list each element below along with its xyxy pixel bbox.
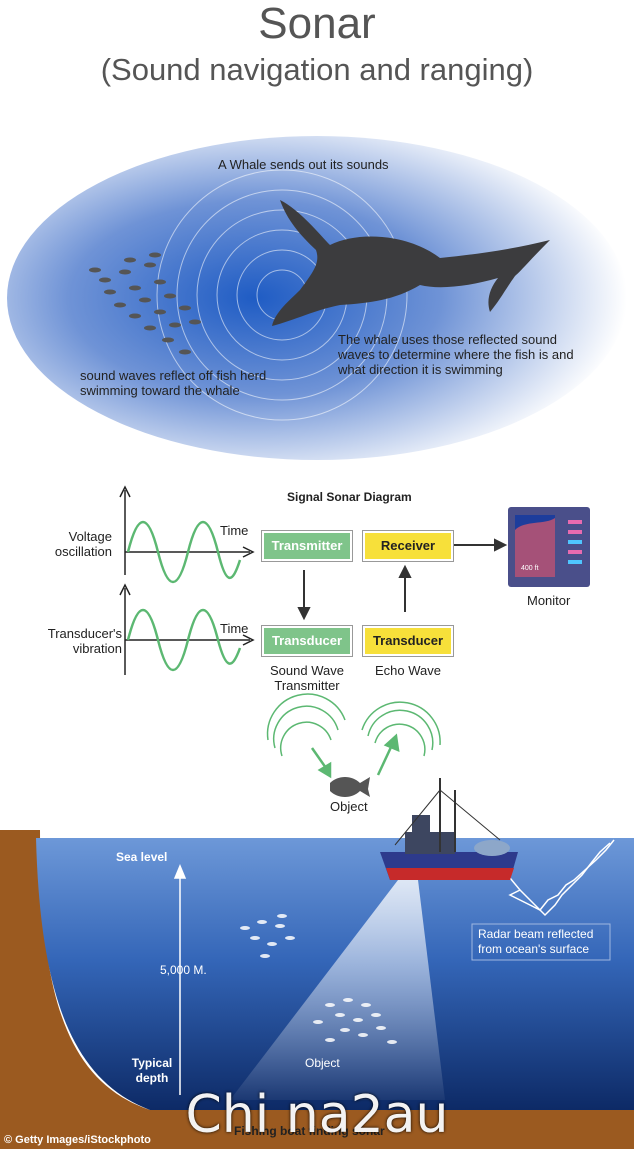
ocean-fish-school-icon: [240, 914, 397, 1044]
flow-arrows: [297, 538, 508, 621]
page-subtitle: (Sound navigation and ranging): [100, 52, 534, 87]
fish-object-icon: [330, 777, 370, 797]
fishing-boat-icon: [380, 778, 518, 880]
time-label-2: Time: [220, 621, 249, 636]
object-label-top: Object: [330, 799, 368, 814]
whale-caption-right: The whale uses those reflected sound wav…: [338, 332, 574, 377]
page-title: Sonar: [258, 0, 376, 48]
transducer-transmit-box: Transducer: [261, 625, 353, 657]
depth-arrow: [173, 864, 187, 1095]
bottom-caption: Fishing boat finding sonar: [234, 1124, 385, 1138]
transducer-echo-box: Transducer: [362, 625, 454, 657]
monitor-label: Monitor: [527, 593, 571, 608]
watermark: Chi na2au: [185, 1085, 449, 1145]
sonar-beam: [230, 880, 445, 1100]
signal-diagram-title: Signal Sonar Diagram: [287, 490, 412, 504]
whale-caption-top: A Whale sends out its sounds: [218, 157, 389, 172]
monitor-screen-readout: 400 ft: [521, 565, 539, 572]
sound-wave-transmitter-label: Sound Wave Transmitter: [270, 663, 344, 693]
time-label-1: Time: [220, 523, 249, 538]
sea-level-label: Sea level: [116, 850, 168, 864]
wave-arrows: [310, 733, 400, 779]
receiver-box: Receiver: [362, 530, 454, 562]
vibration-wave: [126, 608, 242, 672]
transducer-vibration-label: Transducer's vibration: [47, 626, 122, 656]
ground: [0, 830, 634, 1149]
image-credit: © Getty Images/iStockphoto: [4, 1134, 151, 1146]
transmitter-box: Transmitter: [261, 530, 353, 562]
object-label-ocean: Object: [305, 1056, 340, 1070]
whale-icon: [272, 200, 550, 326]
sound-wave-arcs: [266, 693, 441, 757]
echo-wave-label: Echo Wave: [375, 663, 441, 678]
monitor-icon: [508, 507, 590, 587]
voltage-label: Voltage oscillation: [54, 529, 112, 559]
voltage-wave: [126, 520, 242, 584]
radar-beam: [504, 839, 615, 911]
radar-caption-box: [471, 923, 611, 961]
radar-caption: Radar beam reflected from ocean's surfac…: [478, 927, 594, 956]
typical-depth-label: Typical depth: [131, 1056, 173, 1085]
fish-school-icon: [89, 252, 201, 355]
whale-caption-left: sound waves reflect off fish herd swimmi…: [80, 368, 267, 398]
depth-value-label: 5,000 M.: [160, 963, 207, 977]
